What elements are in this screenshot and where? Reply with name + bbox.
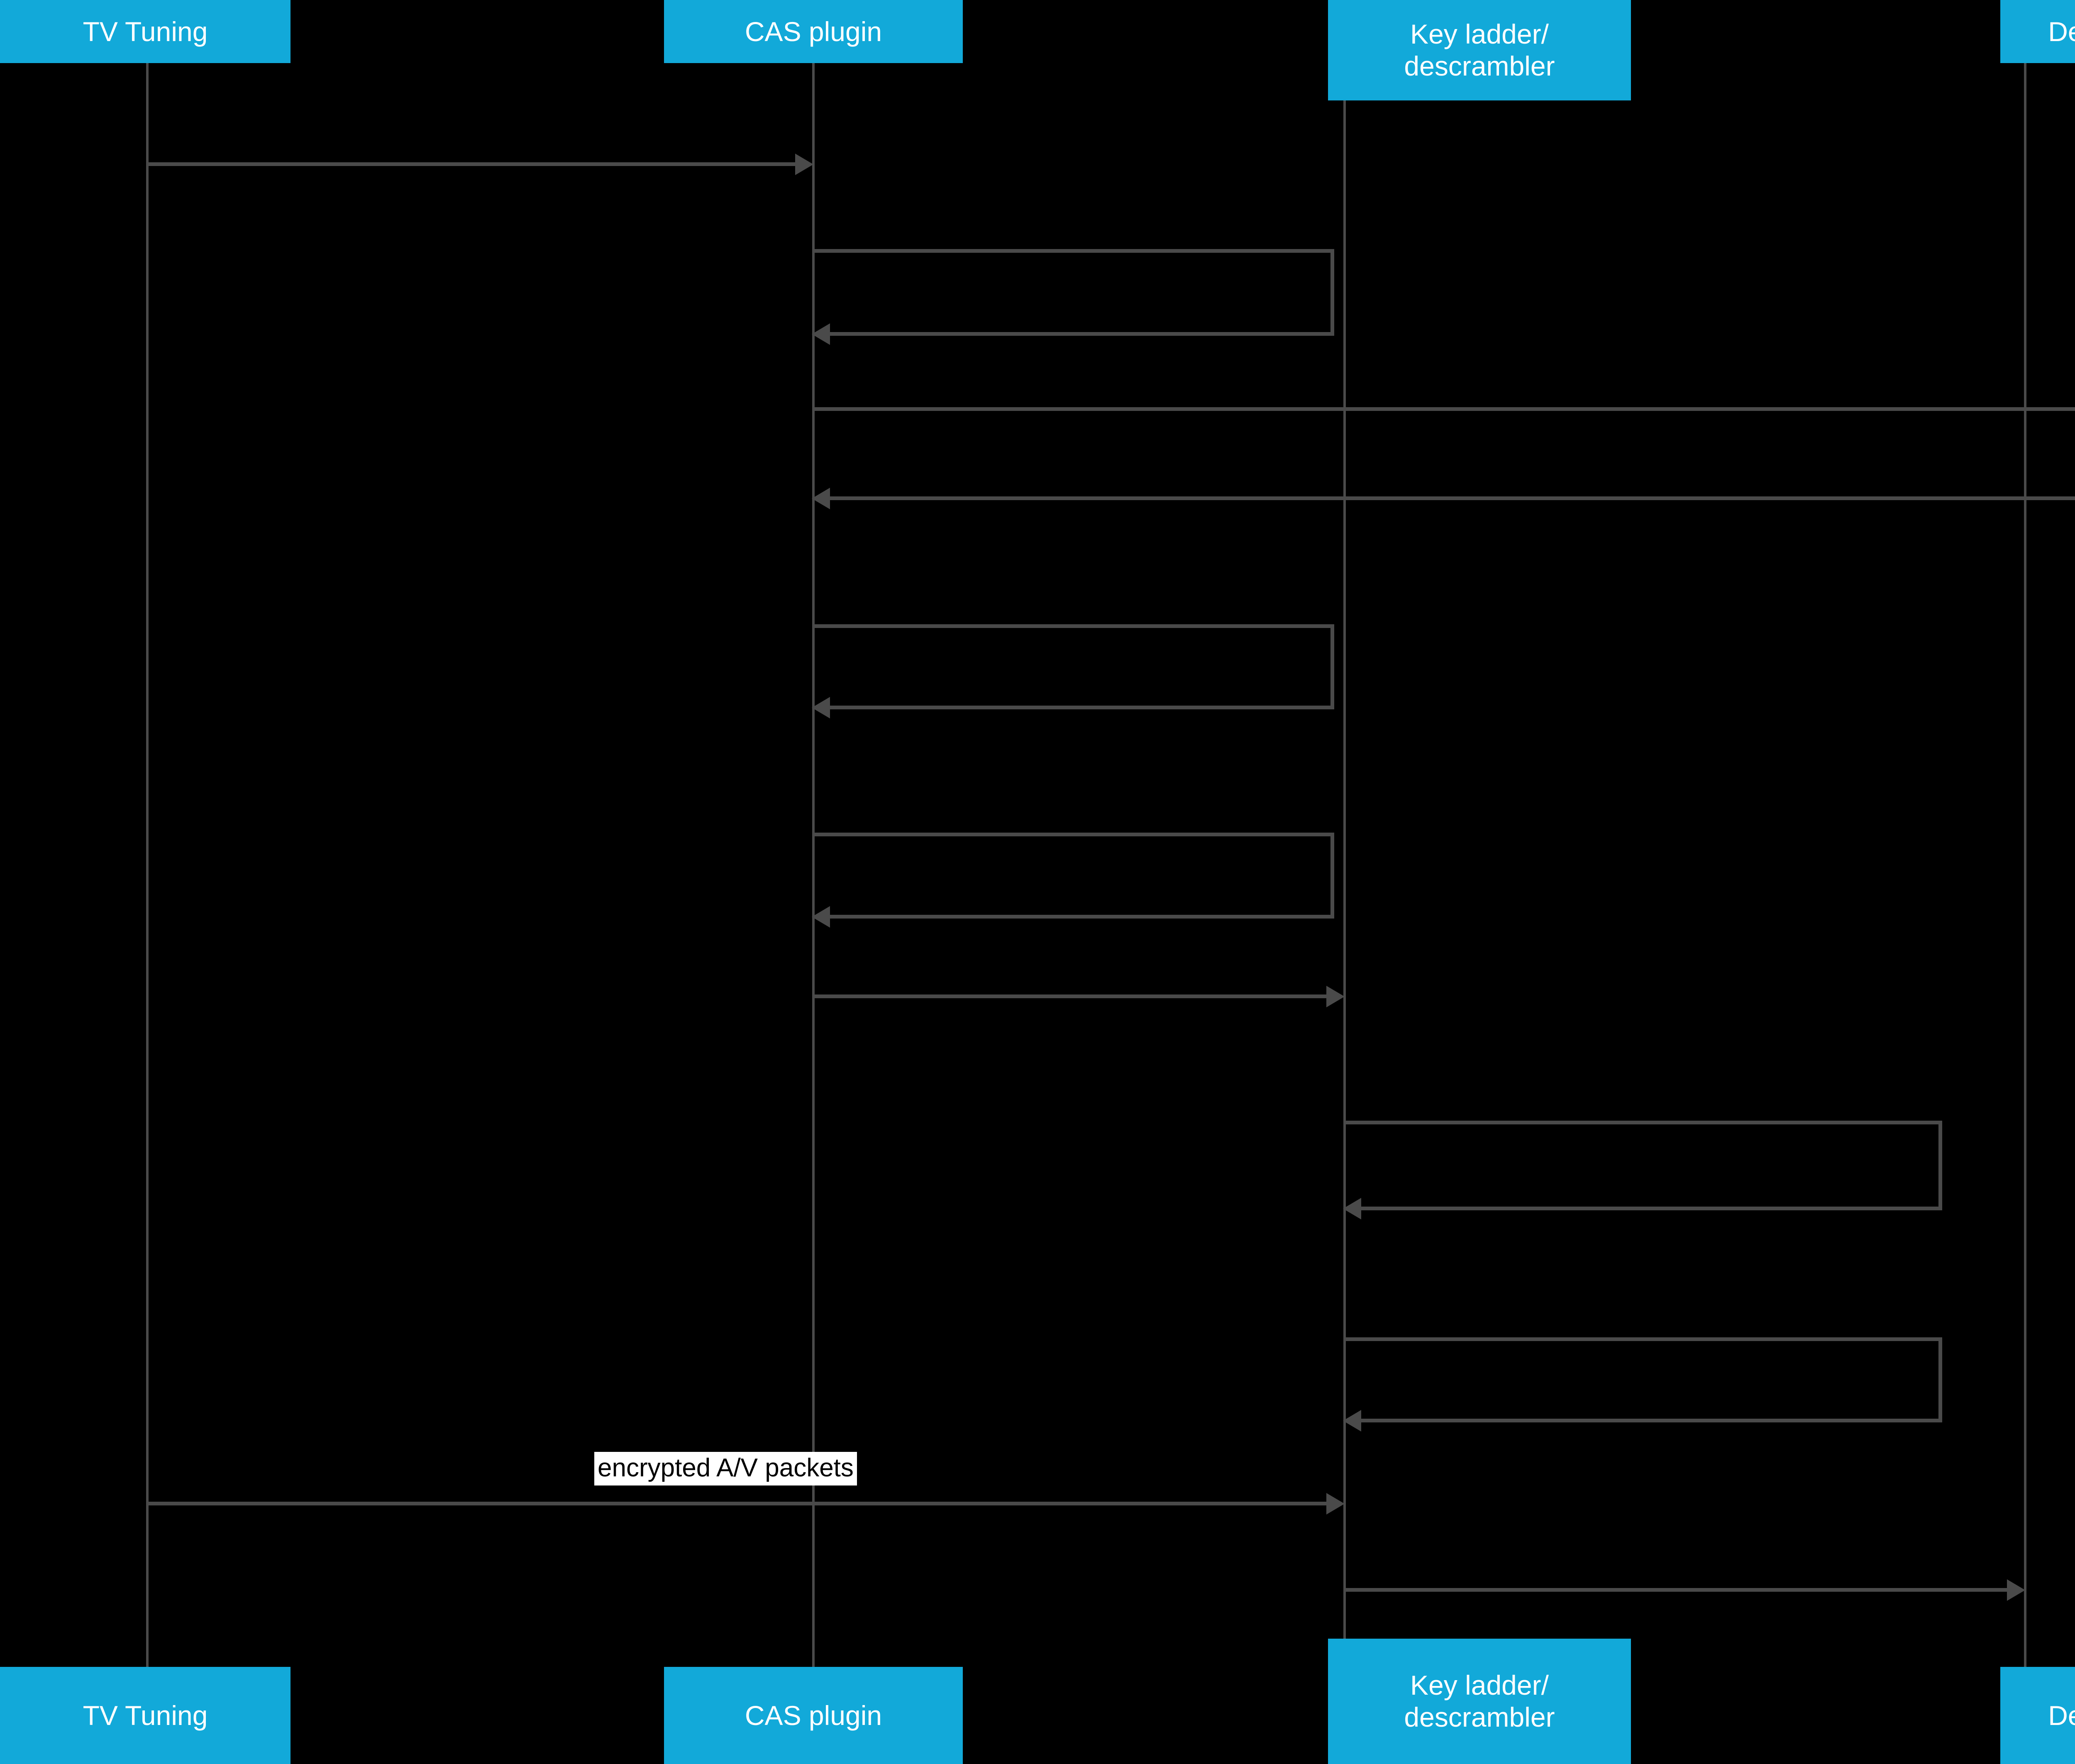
arrow-head-tv-tuning-to-cas-plugin: [795, 154, 813, 175]
self-message-cas-plugin-2-top: [813, 624, 1334, 628]
self-message-key-ladder-1-right: [1938, 1121, 1942, 1210]
self-message-cas-plugin-3-top: [813, 833, 1334, 836]
arrow-head-self-cas-plugin-3: [812, 906, 830, 928]
actor-footer-cas-plugin[interactable]: CAS plugin: [664, 1667, 963, 1764]
message-arrow-tv-tuning-to-key-ladder: [147, 1502, 1326, 1505]
message-arrow-tv-tuning-to-cas-plugin: [147, 162, 795, 166]
actor-header-cas-plugin[interactable]: CAS plugin: [664, 0, 963, 63]
arrow-head-ca-headend-to-cas-plugin: [812, 488, 830, 509]
self-message-key-ladder-1-top: [1345, 1121, 1942, 1124]
actor-footer-key-ladder[interactable]: Key ladder/ descrambler: [1328, 1639, 1631, 1764]
actor-footer-tv-tuning[interactable]: TV Tuning: [0, 1667, 290, 1764]
arrow-head-self-key-ladder-2: [1343, 1410, 1361, 1432]
actor-header-key-ladder[interactable]: Key ladder/ descrambler: [1328, 0, 1631, 100]
arrow-head-self-cas-plugin-2: [812, 697, 830, 718]
arrow-head-self-cas-plugin-1: [812, 323, 830, 345]
arrow-head-key-ladder-to-decode-display: [2007, 1579, 2025, 1601]
message-arrow-cas-plugin-to-ca-headend: [813, 407, 2075, 411]
self-message-cas-plugin-3-right: [1330, 833, 1334, 919]
lifeline-decode-display: [2024, 63, 2026, 1667]
arrow-head-self-key-ladder-1: [1343, 1198, 1361, 1219]
arrow-head-tv-tuning-to-key-ladder: [1326, 1493, 1345, 1515]
self-message-cas-plugin-2-right: [1330, 624, 1334, 709]
self-message-cas-plugin-1-bottom: [830, 332, 1334, 336]
message-arrow-cas-plugin-to-key-ladder: [813, 994, 1326, 998]
self-message-cas-plugin-2-bottom: [830, 706, 1334, 709]
lifeline-cas-plugin: [812, 63, 815, 1667]
self-message-key-ladder-2-bottom: [1361, 1419, 1942, 1422]
self-message-cas-plugin-1-top: [813, 249, 1334, 253]
self-message-cas-plugin-1-right: [1330, 249, 1334, 336]
lifeline-key-ladder: [1343, 100, 1346, 1639]
actor-footer-decode-display[interactable]: Decode, display: [2000, 1667, 2075, 1764]
self-message-key-ladder-1-bottom: [1361, 1207, 1942, 1210]
arrow-head-cas-plugin-to-key-ladder: [1326, 986, 1345, 1007]
message-arrow-ca-headend-to-cas-plugin: [830, 496, 2075, 500]
actor-header-tv-tuning[interactable]: TV Tuning: [0, 0, 290, 63]
self-message-key-ladder-2-right: [1938, 1337, 1942, 1422]
self-message-key-ladder-2-top: [1345, 1337, 1942, 1341]
actor-header-decode-display[interactable]: Decode, display: [2000, 0, 2075, 63]
message-label-encrypted-av-packets: encrypted A/V packets: [594, 1452, 857, 1486]
message-arrow-key-ladder-to-decode-display: [1345, 1588, 2007, 1592]
lifeline-tv-tuning: [146, 63, 149, 1667]
self-message-cas-plugin-3-bottom: [830, 915, 1334, 919]
